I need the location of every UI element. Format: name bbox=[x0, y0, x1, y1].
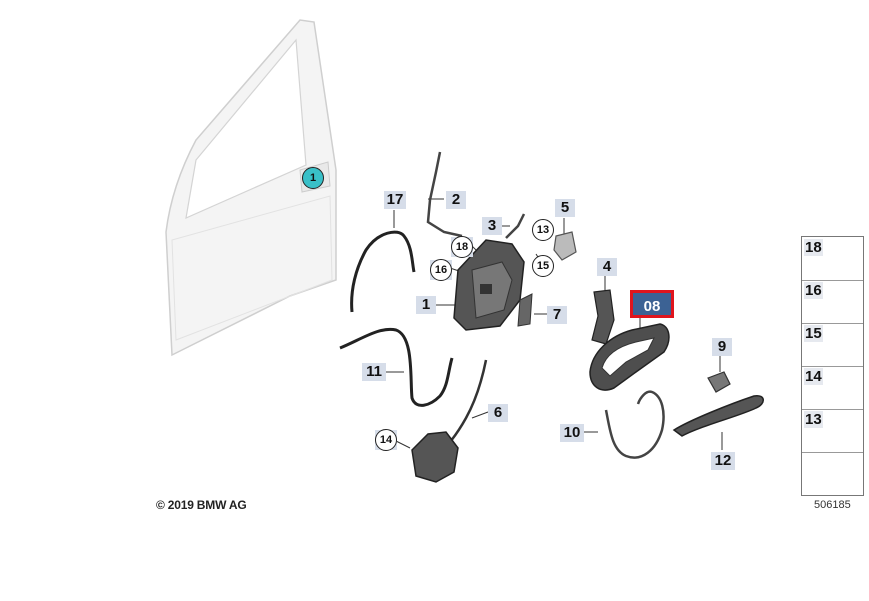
circle-label-13[interactable]: 13 bbox=[532, 219, 554, 241]
legend-cell-arrow bbox=[802, 452, 863, 495]
label-part-2[interactable]: 2 bbox=[446, 191, 466, 209]
legend-number: 16 bbox=[804, 282, 823, 299]
legend-cell-13[interactable]: 13 bbox=[802, 409, 863, 453]
copyright-text: © 2019 BMW AG bbox=[156, 498, 247, 512]
label-part-6[interactable]: 6 bbox=[488, 404, 508, 422]
cable-part-17 bbox=[350, 230, 416, 313]
label-part-10[interactable]: 10 bbox=[560, 424, 584, 442]
door-marker-1[interactable]: 1 bbox=[302, 167, 324, 189]
leader-lines bbox=[385, 198, 723, 450]
legend-cell-18[interactable]: 18 bbox=[802, 237, 863, 281]
bracket-part-3 bbox=[505, 213, 526, 239]
bracket-part-7 bbox=[517, 293, 533, 327]
image-number: 506185 bbox=[814, 499, 851, 511]
cable-part-11 bbox=[339, 327, 454, 407]
fastener-legend: 18 16 15 14 13 bbox=[801, 236, 864, 496]
label-part-5[interactable]: 5 bbox=[555, 199, 575, 217]
legend-number: 13 bbox=[804, 411, 823, 428]
striker-part-5 bbox=[553, 231, 577, 261]
legend-number: 18 bbox=[804, 239, 823, 256]
label-part-3[interactable]: 3 bbox=[482, 217, 502, 235]
circle-label-15[interactable]: 15 bbox=[532, 255, 554, 277]
legend-number: 15 bbox=[804, 325, 823, 342]
actuator-part-14 bbox=[411, 431, 459, 483]
label-part-7[interactable]: 7 bbox=[547, 306, 567, 324]
bracket-part-4 bbox=[591, 289, 615, 345]
legend-cell-16[interactable]: 16 bbox=[802, 280, 863, 324]
circle-label-18[interactable]: 18 bbox=[451, 236, 473, 258]
cover-part-9 bbox=[707, 371, 731, 393]
cable-part-10 bbox=[604, 390, 665, 459]
circle-label-16[interactable]: 16 bbox=[430, 259, 452, 281]
legend-number: 14 bbox=[804, 368, 823, 385]
circle-label-14[interactable]: 14 bbox=[375, 429, 397, 451]
handle-carrier-part-08 bbox=[589, 323, 670, 391]
label-part-12[interactable]: 12 bbox=[711, 452, 735, 470]
label-part-11[interactable]: 11 bbox=[362, 363, 386, 381]
door-shell bbox=[165, 19, 337, 357]
lock-module-part-1 bbox=[453, 239, 525, 331]
label-part-9[interactable]: 9 bbox=[712, 338, 732, 356]
rod-part-2 bbox=[426, 151, 463, 238]
label-part-1[interactable]: 1 bbox=[416, 296, 436, 314]
legend-cell-14[interactable]: 14 bbox=[802, 366, 863, 410]
highlighted-part-08[interactable]: 08 bbox=[630, 290, 674, 318]
label-part-4[interactable]: 4 bbox=[597, 258, 617, 276]
label-part-17[interactable]: 17 bbox=[384, 191, 406, 209]
legend-cell-15[interactable]: 15 bbox=[802, 323, 863, 367]
door-handle-part-12 bbox=[672, 395, 764, 437]
